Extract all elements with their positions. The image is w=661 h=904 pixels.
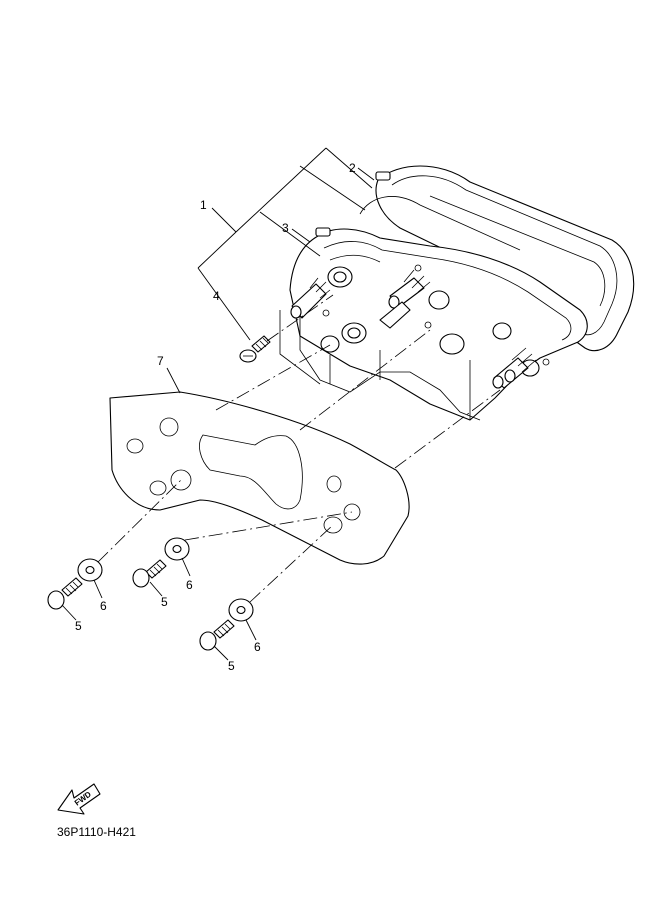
label-part-2: 2 [349, 161, 356, 175]
washer [164, 537, 190, 561]
screw [199, 619, 235, 651]
label-part-6b: 6 [186, 578, 193, 592]
label-part-7: 7 [157, 354, 164, 368]
label-part-3: 3 [282, 221, 289, 235]
alignment-lines [97, 294, 501, 603]
bulb-socket [290, 277, 331, 319]
fwd-arrow-icon: FWD [57, 783, 101, 815]
label-part-1: 1 [200, 198, 207, 212]
bulb-socket [379, 301, 411, 329]
screw [132, 559, 167, 588]
label-part-5b: 5 [161, 595, 168, 609]
washer [77, 558, 103, 582]
label-part-6a: 6 [100, 599, 107, 613]
label-part-4: 4 [213, 289, 220, 303]
diagram-code: 36P1110-H421 [57, 825, 136, 839]
gasket-plate [109, 391, 410, 565]
bulb-socket [492, 347, 537, 389]
label-part-6c: 6 [254, 640, 261, 654]
label-part-5c: 5 [228, 659, 235, 673]
label-part-5a: 5 [75, 619, 82, 633]
bulb-socket [388, 269, 431, 309]
washer [228, 598, 254, 622]
screw-part-4 [239, 335, 271, 363]
callout-lines [61, 147, 375, 661]
screw [47, 577, 83, 610]
meter-body [279, 227, 588, 421]
